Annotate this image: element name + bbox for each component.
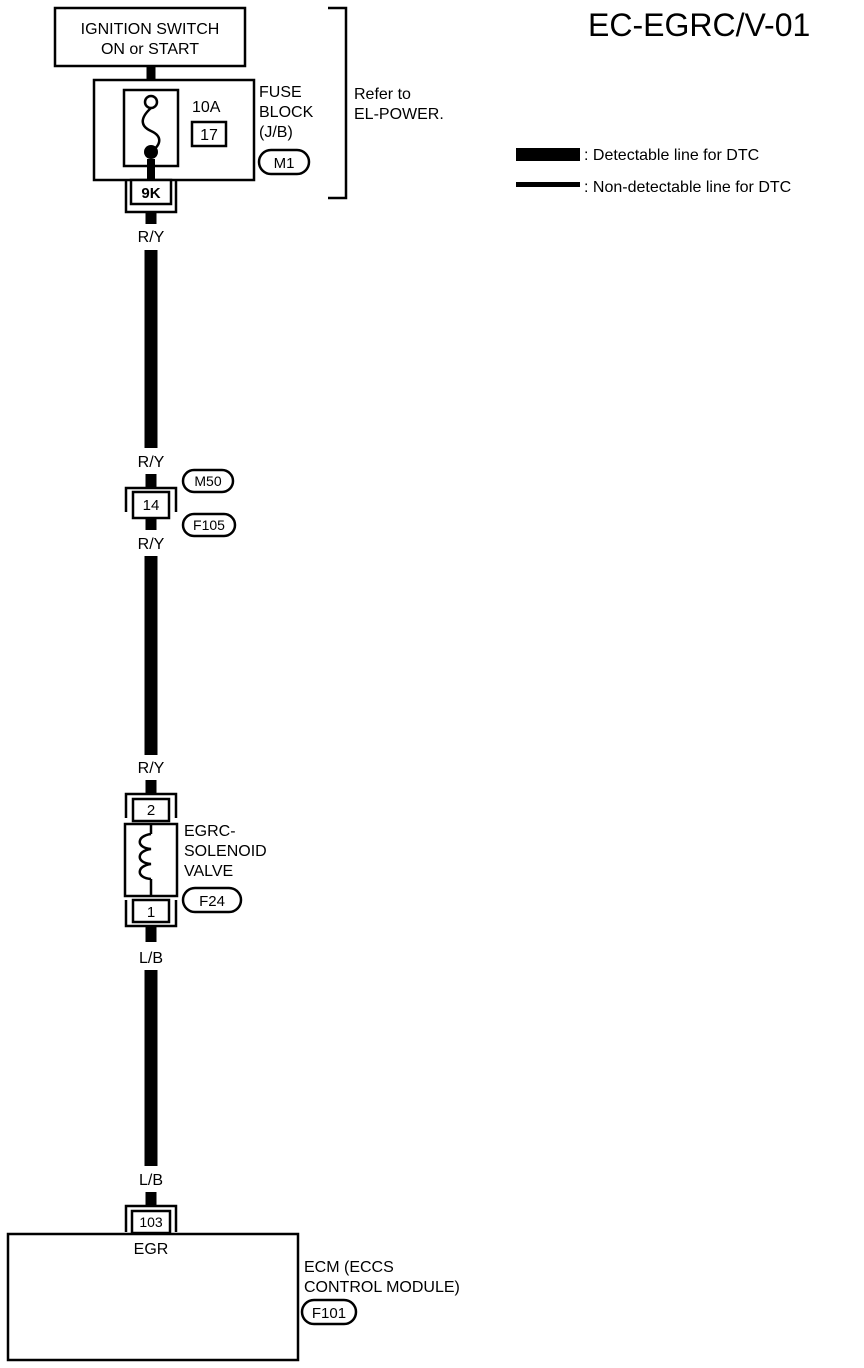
joint-connector-upper-badge: M50 (181, 468, 235, 494)
solenoid-name-line1: EGRC- (184, 823, 236, 840)
refer-note-line2: EL-POWER. (354, 106, 444, 123)
ignition-switch-label-line2: ON or START (101, 41, 199, 58)
joint-connector-lower-badge: F105 (181, 512, 237, 538)
ecm-terminal-label: EGR (134, 1241, 169, 1258)
fuse-block-name-line2: BLOCK (259, 104, 314, 121)
ecm-pin: 103 (139, 1214, 163, 1230)
egrc-solenoid-valve: 2 1 EGRC- SOLENOID VALVE F24 (123, 780, 267, 942)
wire-color-lb-bottom: L/B (139, 1172, 163, 1189)
wire-color-ry-bottom: R/Y (138, 760, 165, 777)
fuse-block: 10A 17 FUSE BLOCK (J/B) M1 (92, 78, 314, 182)
solenoid-connector-badge: F24 (181, 886, 243, 914)
refer-note-line1: Refer to (354, 86, 411, 103)
ecm-name-line2: CONTROL MODULE) (304, 1279, 460, 1296)
legend-detectable-swatch (516, 148, 580, 161)
legend: : Detectable line for DTC : Non-detectab… (516, 147, 791, 196)
wire-color-ry-mid-lower: R/Y (138, 536, 165, 553)
ignition-switch: IGNITION SWITCH ON or START (53, 6, 247, 68)
fuse-block-name-line1: FUSE (259, 84, 302, 101)
joint-connector-lower-id: F105 (193, 517, 225, 533)
solenoid-body (123, 822, 179, 898)
ecm-connector-badge: F101 (300, 1298, 358, 1326)
joint-connector: 14 M50 F105 (124, 468, 237, 538)
fuse-block-terminal: 9K (124, 178, 178, 214)
fuse-element-icon (141, 107, 161, 154)
wire-color-ry-top: R/Y (138, 229, 165, 246)
legend-non-detectable-label: : Non-detectable line for DTC (584, 179, 791, 196)
solenoid-name-line3: VALVE (184, 863, 233, 880)
ecm: EGR ECM (ECCS CONTROL MODULE) F101 (6, 1232, 460, 1362)
fuse-number: 17 (200, 127, 218, 144)
solenoid-coil-icon (138, 832, 152, 881)
legend-detectable-label: : Detectable line for DTC (584, 147, 759, 164)
fuse-amperage: 10A (192, 99, 221, 116)
fuse-block-terminal-label: 9K (141, 185, 160, 202)
joint-connector-pin: 14 (143, 497, 160, 514)
fuse-block-connector-badge: M1 (257, 148, 311, 176)
fuse-terminal-top (143, 94, 159, 110)
solenoid-pin-bottom: 1 (147, 904, 155, 921)
page-title: EC-EGRC/V-01 (588, 7, 810, 43)
wire-color-ry-mid-upper: R/Y (138, 454, 165, 471)
legend-non-detectable-swatch (516, 182, 580, 187)
ignition-switch-label-line1: IGNITION SWITCH (81, 21, 220, 38)
ecm-connector-id: F101 (312, 1305, 346, 1322)
ecm-name-line1: ECM (ECCS (304, 1259, 394, 1276)
ecm-connector: 103 (124, 1192, 178, 1235)
refer-bracket: Refer to EL-POWER. (328, 6, 444, 200)
solenoid-connector-id: F24 (199, 893, 225, 910)
wire-color-lb-top: L/B (139, 950, 163, 967)
fuse-block-connector-id: M1 (274, 155, 295, 172)
fuse-block-name-line3: (J/B) (259, 124, 293, 141)
solenoid-pin-top: 2 (147, 802, 155, 819)
fuse-number-box (190, 120, 228, 148)
solenoid-name-line2: SOLENOID (184, 843, 267, 860)
fuse-terminal-bottom (144, 145, 158, 159)
joint-connector-upper-id: M50 (194, 473, 221, 489)
